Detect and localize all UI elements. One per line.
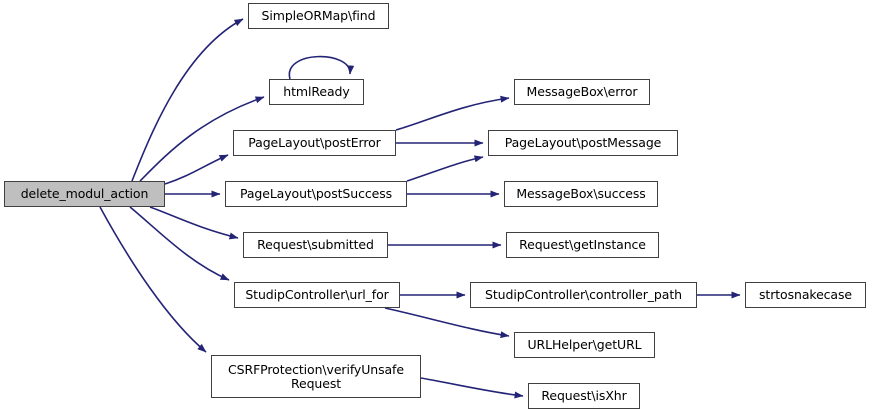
graph-node-csrfprotection-verifyunsaferequest[interactable]: CSRFProtection\verifyUnsafe Request (211, 355, 421, 398)
graph-node-pagelayout-posterror[interactable]: PageLayout\postError (233, 130, 396, 156)
graph-node-htmlready[interactable]: htmlReady (269, 79, 364, 105)
edge-studipcontroller_url_for-urlhelper_geturl (384, 307, 510, 339)
graph-node-pagelayout-postsuccess[interactable]: PageLayout\postSuccess (225, 181, 407, 207)
edge-htmlready-htmlready-self (288, 55, 355, 80)
graph-node-urlhelper-geturl[interactable]: URLHelper\getURL (514, 332, 655, 358)
graph-node-delete-modul-action[interactable]: delete_modul_action (4, 181, 165, 207)
graph-node-simpleormap-find[interactable]: SimpleORMap\find (248, 3, 389, 29)
graph-node-request-submitted[interactable]: Request\submitted (243, 232, 388, 258)
edge-pagelayout_postsuccess-pagelayout_postmessage (406, 155, 484, 182)
graph-node-request-isxhr[interactable]: Request\isXhr (528, 383, 640, 409)
graph-node-studipcontroller-url-for[interactable]: StudipController\url_for (234, 282, 400, 308)
edge-csrfprotection_verifyunsaferequest-request_isxhr (420, 377, 524, 399)
graph-node-request-getinstance[interactable]: Request\getInstance (506, 232, 659, 258)
graph-node-messagebox-error[interactable]: MessageBox\error (514, 79, 650, 105)
edge-delete_modul_action-studipcontroller_url_for (129, 206, 230, 281)
edge-delete_modul_action-request_submitted (149, 206, 239, 240)
edge-delete_modul_action-csrfprotection_verifyunsaferequest (99, 206, 207, 353)
graph-node-messagebox-success[interactable]: MessageBox\success (504, 181, 658, 207)
edge-delete_modul_action-simpleormap_find (131, 18, 244, 182)
graph-node-studipcontroller-controller-path[interactable]: StudipController\controller_path (470, 282, 697, 308)
edge-delete_modul_action-pagelayout_posterror (164, 154, 229, 185)
graph-node-pagelayout-postmessage[interactable]: PageLayout\postMessage (488, 130, 678, 156)
graph-node-strtosnakecase[interactable]: strtosnakecase (745, 282, 866, 308)
edge-pagelayout_posterror-messagebox_error (395, 95, 510, 131)
